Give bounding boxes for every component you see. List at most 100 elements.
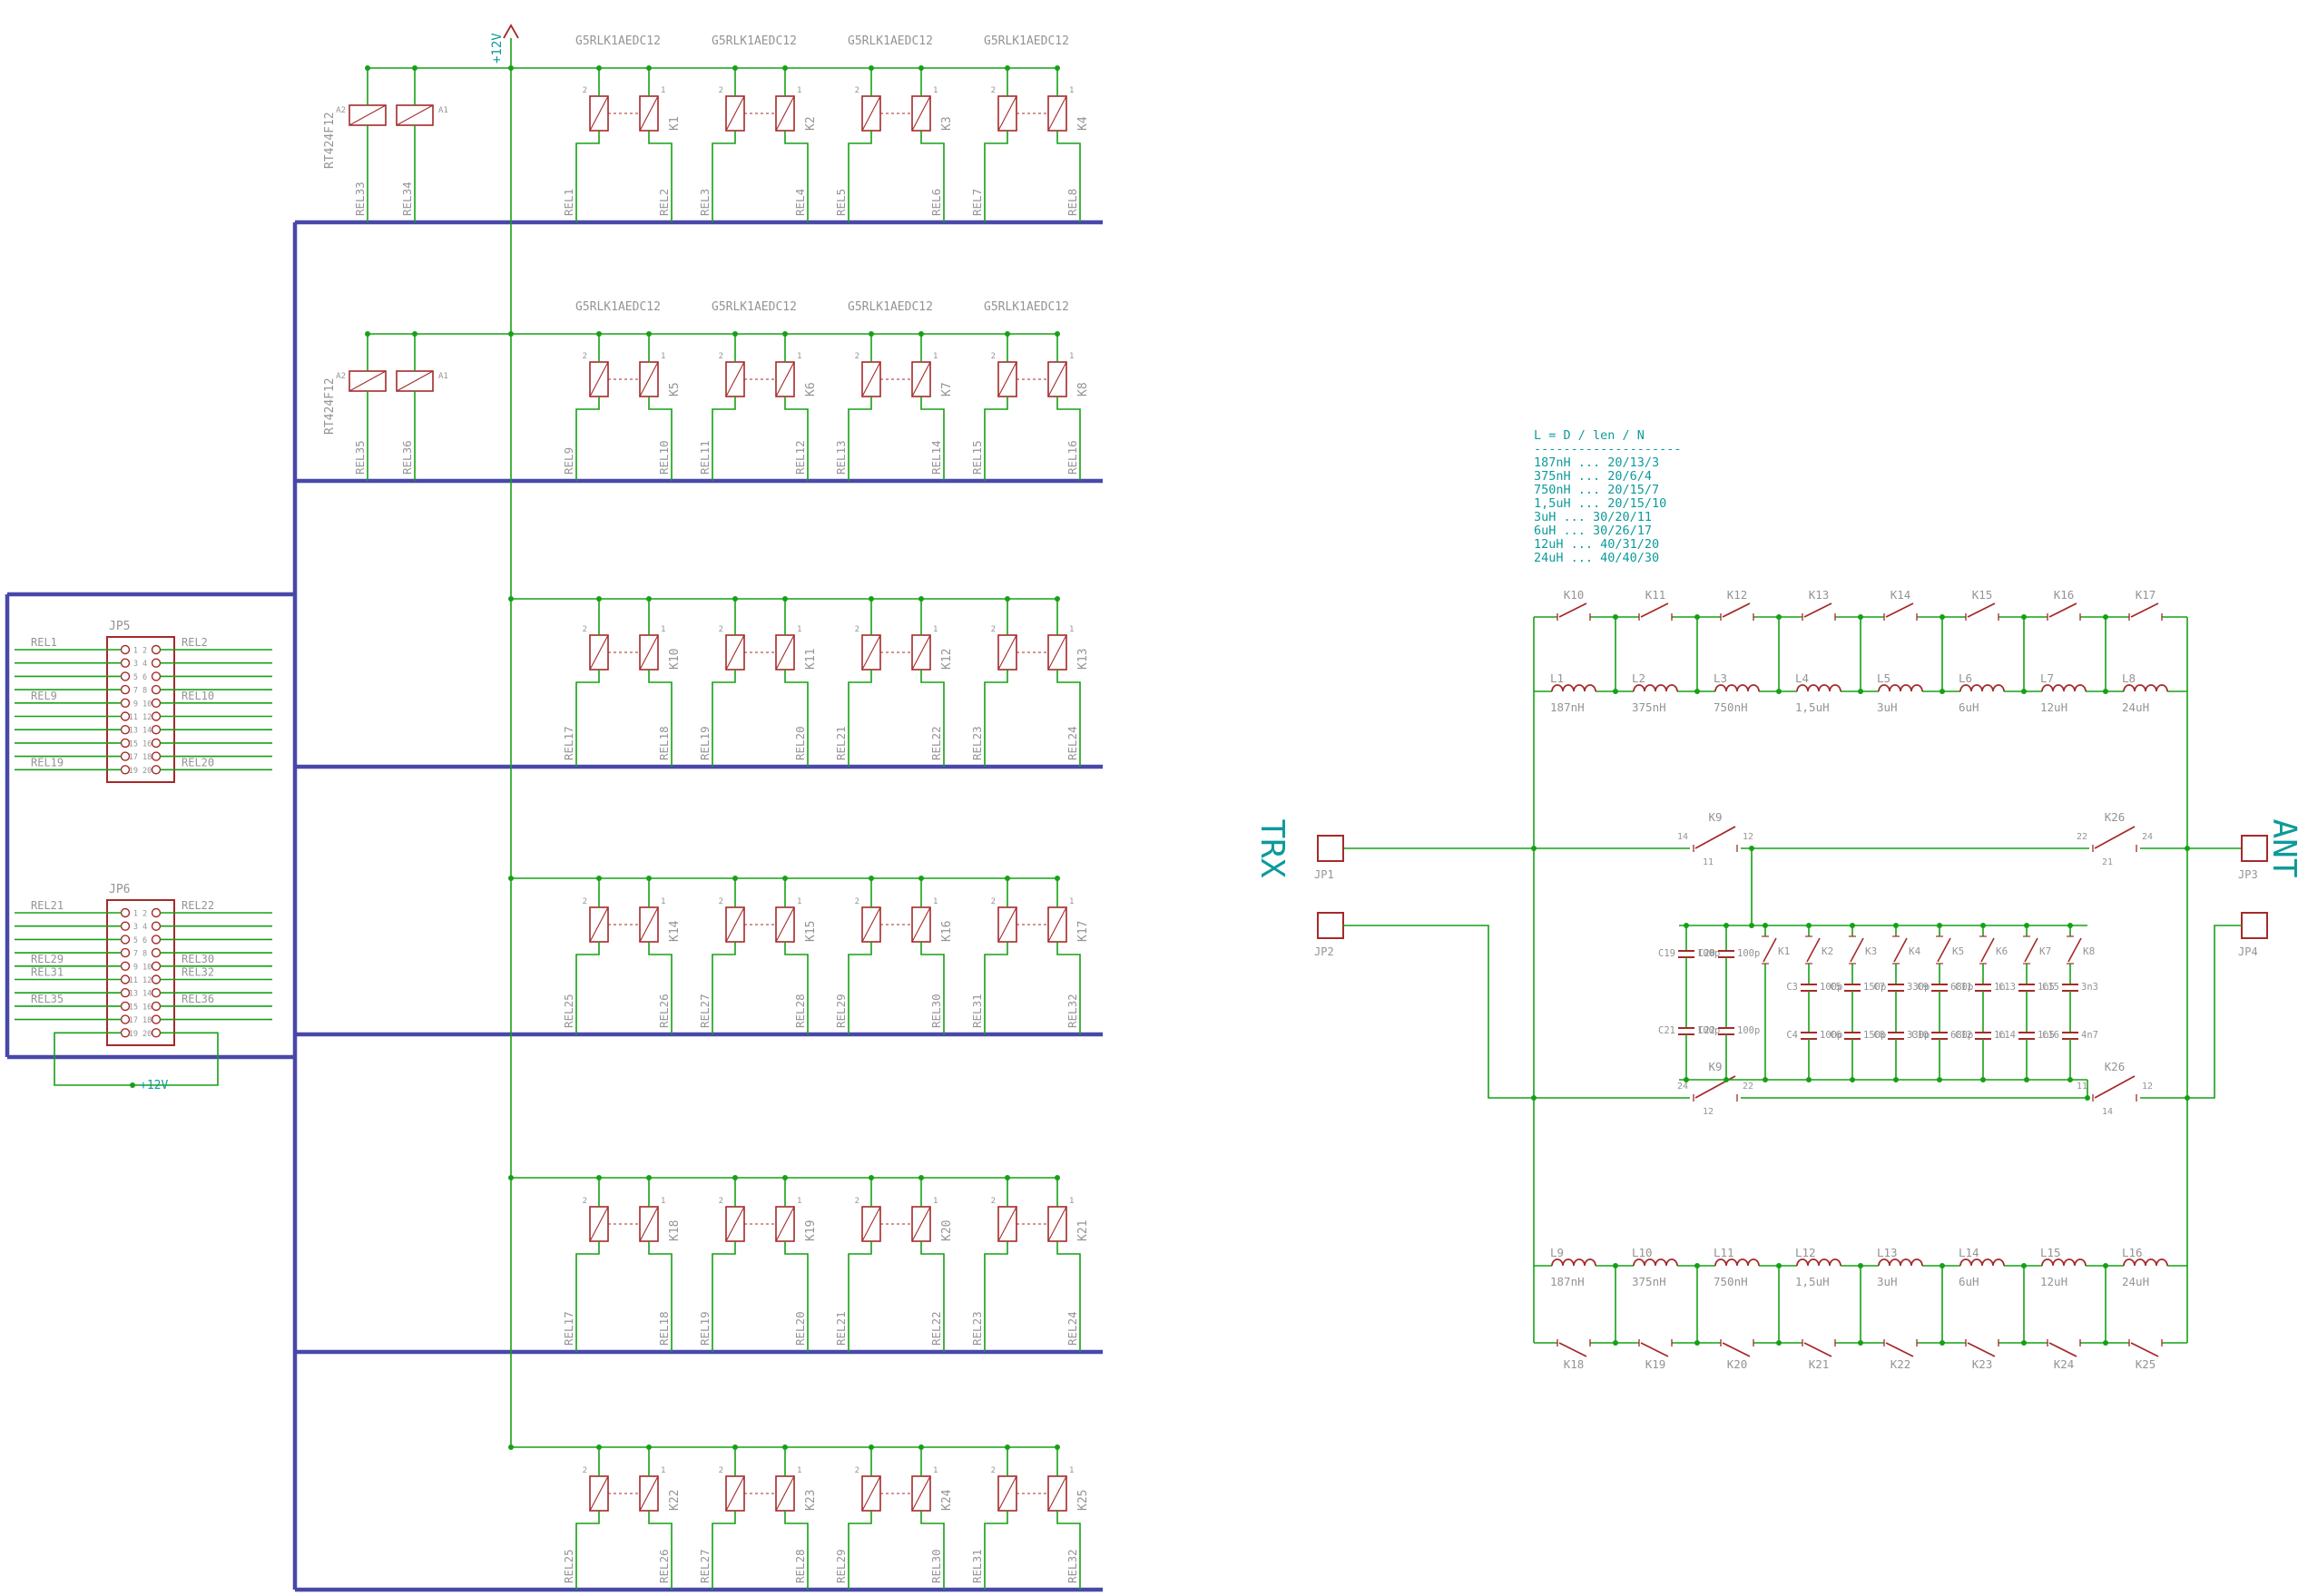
relay-switch-K15[interactable]: K15 [1942, 588, 2024, 621]
pin-number: 1 [933, 1466, 938, 1475]
relay-switch-K20[interactable]: K20 [1697, 1339, 1779, 1371]
inductor-L4[interactable]: L41,5uH [1779, 671, 1861, 714]
pin-pad [151, 987, 162, 998]
relay-switch-K11[interactable]: K11 [1615, 588, 1697, 621]
relay-switch-K17[interactable]: K17 [2106, 588, 2187, 621]
net-label: REL18 [657, 1311, 671, 1346]
junction-dot [1005, 65, 1010, 71]
relay-switch-K19[interactable]: K19 [1615, 1339, 1697, 1371]
relay-switch-K23[interactable]: K23 [1942, 1339, 2024, 1371]
wire [984, 670, 1008, 767]
relay-switch-K22[interactable]: K22 [1861, 1339, 1942, 1371]
connector-JP2[interactable]: JP2 [1314, 912, 1344, 958]
connector-JP3[interactable]: JP3 [2238, 835, 2268, 881]
pin-number: 6 [142, 936, 147, 945]
connector-JP4[interactable]: JP4 [2238, 912, 2268, 958]
relay-switch-K25[interactable]: K25 [2106, 1339, 2187, 1371]
connector-JP1[interactable]: JP1 [1314, 835, 1344, 881]
junction-dot [1055, 1444, 1060, 1450]
part-name-label: C16 [2042, 1030, 2059, 1041]
relay-switch-K1[interactable]: K1 [1762, 923, 1790, 1082]
relay-switch-K16[interactable]: K16 [2024, 588, 2106, 621]
relay-switch-K14[interactable]: K14 [1861, 588, 1942, 621]
relay-switch-K13[interactable]: K13 [1779, 588, 1861, 621]
relay-switch-K24[interactable]: K24 [2024, 1339, 2106, 1371]
relay-switch-K12[interactable]: K12 [1697, 588, 1779, 621]
relay-switch-K18[interactable]: K18 [1534, 1339, 1615, 1371]
relay-switch-K21[interactable]: K21 [1779, 1339, 1861, 1371]
relay-switch-K10[interactable]: K10 [1534, 588, 1615, 621]
part-name-label: K2 [1822, 945, 1833, 957]
part-line [1803, 1342, 1832, 1357]
